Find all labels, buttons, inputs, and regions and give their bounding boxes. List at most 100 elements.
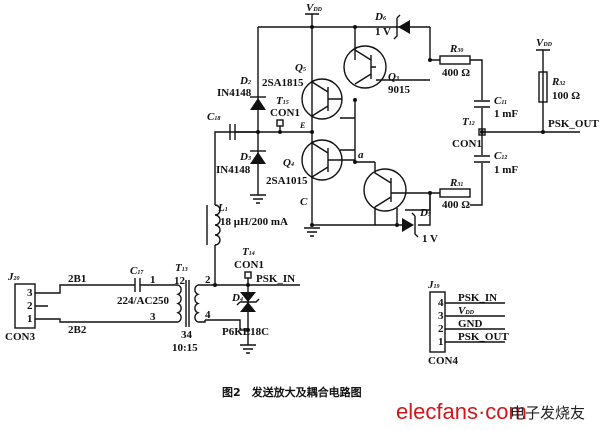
label-t14: T14: [242, 246, 255, 258]
zener-d5: [402, 212, 419, 238]
junction-dots: [213, 25, 545, 332]
j20-pin: 3: [27, 287, 33, 299]
connector-j20: [14, 283, 36, 329]
label-q5: Q5: [295, 62, 306, 74]
net-2b1: 2B1: [68, 273, 86, 285]
j19-signal: PSK_OUT: [458, 331, 509, 343]
node-c: C: [300, 196, 308, 208]
j19-signal: VDD: [458, 305, 475, 317]
label-l1: L1: [217, 202, 228, 214]
label-q4: Q4: [283, 157, 294, 169]
label-d6: D6: [374, 11, 386, 23]
value-l1: 18 μH/200 mA: [220, 216, 288, 228]
pin-4: 4: [205, 309, 211, 321]
value-d6: 1 V: [375, 26, 391, 38]
j19-pin: 2: [438, 323, 444, 335]
value-d3: IN4148: [216, 164, 251, 176]
j19-signal: GND: [458, 318, 483, 330]
transformer-t13: [176, 280, 215, 327]
inductor-l1: [206, 204, 221, 246]
transistor-q4: [301, 139, 355, 181]
capacitor-c17: [134, 278, 145, 292]
ground-symbols: [240, 194, 320, 354]
test-point-t14: [244, 271, 252, 279]
watermark-logo: elecfans·com: [396, 399, 527, 424]
capacitor-c12: [474, 155, 490, 163]
wires: [35, 14, 580, 345]
value-q5: 2SA1815: [262, 77, 304, 89]
capacitor-c18: [229, 124, 258, 140]
label-t15: T15: [276, 95, 289, 107]
psk-in-label: PSK_IN: [256, 273, 295, 285]
j19-pin: 1: [438, 336, 444, 348]
transistor-q5: [301, 78, 343, 120]
transistor-q1: [363, 162, 430, 225]
value-c11: 1 mF: [494, 108, 518, 120]
value-q4: 2SA1015: [266, 175, 308, 187]
value-t12: CON1: [452, 138, 482, 150]
label-r32: R32: [551, 76, 565, 88]
label-q3: Q3: [388, 71, 399, 83]
node-e: E: [299, 121, 305, 130]
diode-d2: [250, 96, 266, 110]
label-c18: C18: [207, 111, 220, 123]
label-c17: C17: [130, 265, 144, 277]
turns-ratio: 10:15: [172, 342, 198, 354]
net-2b2: 2B2: [68, 324, 87, 336]
diode-d3: [250, 150, 266, 164]
label-t13: T13: [175, 262, 188, 274]
test-point-t15: [276, 119, 284, 127]
zener-d6: [393, 14, 410, 40]
resistor-r32: [538, 71, 548, 103]
value-t14: CON1: [234, 259, 264, 271]
supply-bars: [305, 13, 550, 51]
value-j19: CON4: [428, 355, 458, 367]
label-vdd-top: VDD: [306, 2, 323, 14]
connector-j19: [429, 291, 446, 353]
label-vdd-right: VDD: [536, 37, 553, 49]
node-a: a: [358, 149, 364, 161]
pin-34: 34: [181, 329, 193, 341]
value-q3: 9015: [388, 84, 411, 96]
value-r30: 400 Ω: [442, 67, 470, 79]
capacitor-c11: [474, 100, 490, 108]
value-r31: 400 Ω: [442, 199, 470, 211]
pin-1: 1: [150, 274, 156, 286]
label-c12: C12: [494, 150, 507, 162]
pin-2: 2: [205, 274, 211, 286]
label-r31: R31: [449, 177, 463, 189]
j19-signal: PSK_IN: [458, 292, 497, 304]
pin-3: 3: [150, 311, 156, 323]
transistor-q3: [343, 45, 387, 89]
label-j19: J19: [427, 279, 440, 291]
watermark-tagline: 电子发烧友: [510, 404, 585, 422]
tvs-diode-d4: [236, 292, 260, 312]
label-r30: R30: [449, 43, 463, 55]
psk-out-label: PSK_OUT: [548, 118, 599, 130]
resistor-r31: [439, 188, 471, 198]
value-d4: P6KE18C: [222, 326, 269, 338]
label-t12: T12: [462, 116, 475, 128]
label-d4: D4: [231, 292, 243, 304]
label-d3: D3: [239, 151, 251, 163]
test-point-t12: [478, 128, 486, 136]
label-c11: C11: [494, 95, 507, 107]
value-c17: 224/AC250: [117, 295, 169, 307]
figure-caption: 图2 发送放大及耦合电路图: [222, 385, 362, 399]
j19-pin: 3: [438, 310, 444, 322]
j20-pin: 1: [27, 313, 33, 325]
j19-pin: 4: [438, 297, 444, 309]
value-d2: IN4148: [217, 87, 252, 99]
value-j20: CON3: [5, 331, 35, 343]
pin-12: 12: [174, 275, 186, 287]
value-r32: 100 Ω: [552, 90, 580, 102]
resistor-r30: [439, 55, 471, 65]
label-d5: D5: [419, 207, 431, 219]
value-d5: 1 V: [422, 233, 438, 245]
value-t15: CON1: [270, 107, 300, 119]
value-c12: 1 mF: [494, 164, 518, 176]
j20-pin: 2: [27, 300, 33, 312]
label-d2: D2: [239, 75, 251, 87]
label-j20: J20: [7, 271, 20, 283]
